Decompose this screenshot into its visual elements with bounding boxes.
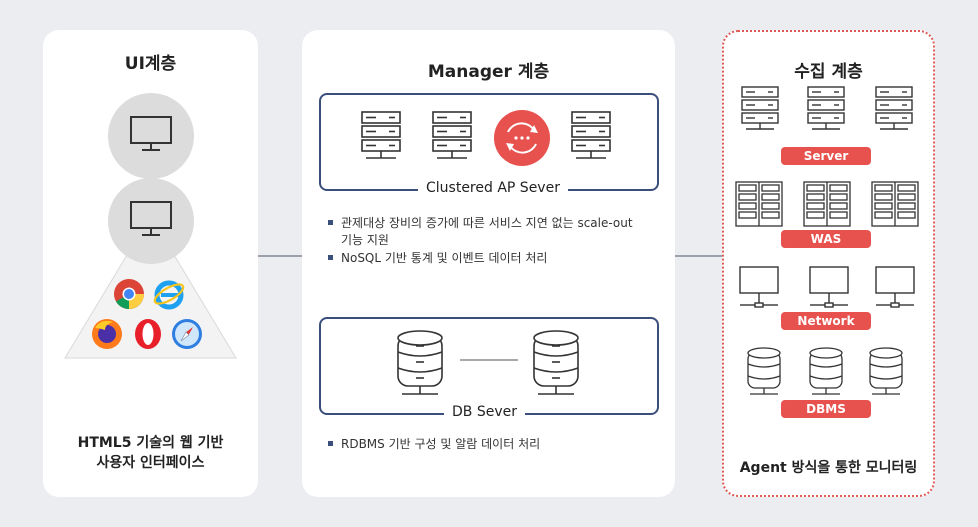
manager-layer-title: Manager 계층 bbox=[427, 62, 550, 82]
database-icon bbox=[869, 347, 903, 395]
database-icon bbox=[397, 330, 443, 395]
pill-dbms: DBMS bbox=[781, 400, 871, 418]
database-icon bbox=[747, 347, 781, 395]
ui-caption-line1: HTML5 기술의 웹 기반 bbox=[77, 435, 224, 451]
pill-network: Network bbox=[781, 312, 871, 330]
server-rack-icon bbox=[432, 111, 472, 159]
monitor-icon bbox=[130, 116, 172, 151]
db-bullet-1: RDBMS 기반 구성 및 알람 데이터 처리 bbox=[328, 436, 668, 453]
database-icon bbox=[533, 330, 579, 395]
ui-caption-line2: 사용자 인터페이스 bbox=[96, 455, 205, 471]
server-rack-icon bbox=[741, 86, 779, 130]
server-rack-icon bbox=[571, 111, 611, 159]
network-monitor-icon bbox=[739, 266, 779, 308]
was-server-icon bbox=[803, 181, 851, 227]
ap-server-icons bbox=[361, 110, 611, 166]
collect-layer-title: 수집 계층 bbox=[794, 62, 863, 82]
network-monitor-icon bbox=[809, 266, 849, 308]
ui-layer-panel: UI계층 bbox=[43, 30, 258, 497]
server-rack-icon bbox=[875, 86, 913, 130]
pill-server: Server bbox=[781, 147, 871, 165]
collect-icons bbox=[735, 86, 919, 395]
sync-icon bbox=[494, 110, 550, 166]
connector-manager-collect bbox=[675, 255, 722, 257]
bullet-square-icon bbox=[328, 441, 333, 446]
db-bullet-1-text: RDBMS 기반 구성 및 알람 데이터 처리 bbox=[341, 437, 541, 451]
network-monitor-icon bbox=[875, 266, 915, 308]
server-rack-icon bbox=[807, 86, 845, 130]
desktop-circle-bottom bbox=[108, 178, 194, 264]
opera-icon bbox=[135, 319, 161, 349]
chrome-icon bbox=[114, 279, 144, 310]
bullet-square-icon bbox=[328, 220, 333, 225]
ap-bullet-2-text: NoSQL 기반 통계 및 이벤트 데이터 처리 bbox=[341, 251, 548, 265]
collect-layer-footer: Agent 방식을 통한 모니터링 bbox=[739, 460, 918, 476]
collect-layer-panel: 수집 계층 bbox=[722, 30, 935, 497]
internet-explorer-icon bbox=[153, 280, 185, 310]
manager-layer-panel: Manager 계층 Clustered AP Sever bbox=[302, 30, 675, 497]
firefox-icon bbox=[92, 319, 122, 349]
db-server-icons bbox=[397, 330, 579, 395]
database-icon bbox=[809, 347, 843, 395]
was-server-icon bbox=[871, 181, 919, 227]
ap-bullet-1-line1: 관제대상 장비의 증가에 따른 서비스 지연 없는 scale-out bbox=[341, 216, 633, 230]
ap-bullet-2: NoSQL 기반 통계 및 이벤트 데이터 처리 bbox=[328, 250, 668, 267]
safari-icon bbox=[172, 319, 202, 349]
bullet-square-icon bbox=[328, 255, 333, 260]
ap-bullet-1: 관제대상 장비의 증가에 따른 서비스 지연 없는 scale-out 기능 지… bbox=[328, 215, 668, 249]
monitor-icon bbox=[130, 201, 172, 236]
was-server-icon bbox=[735, 181, 783, 227]
server-rack-icon bbox=[361, 111, 401, 159]
ui-layer-caption: HTML5 기술의 웹 기반 사용자 인터페이스 bbox=[43, 433, 258, 473]
ap-bullet-1-line2: 기능 지원 bbox=[341, 233, 389, 247]
ap-server-caption: Clustered AP Sever bbox=[418, 180, 568, 196]
ui-layer-title: UI계층 bbox=[124, 54, 177, 74]
pill-was: WAS bbox=[781, 230, 871, 248]
connector-ui-manager bbox=[258, 255, 303, 257]
desktop-circle-top bbox=[108, 93, 194, 179]
db-server-caption: DB Sever bbox=[444, 404, 525, 420]
